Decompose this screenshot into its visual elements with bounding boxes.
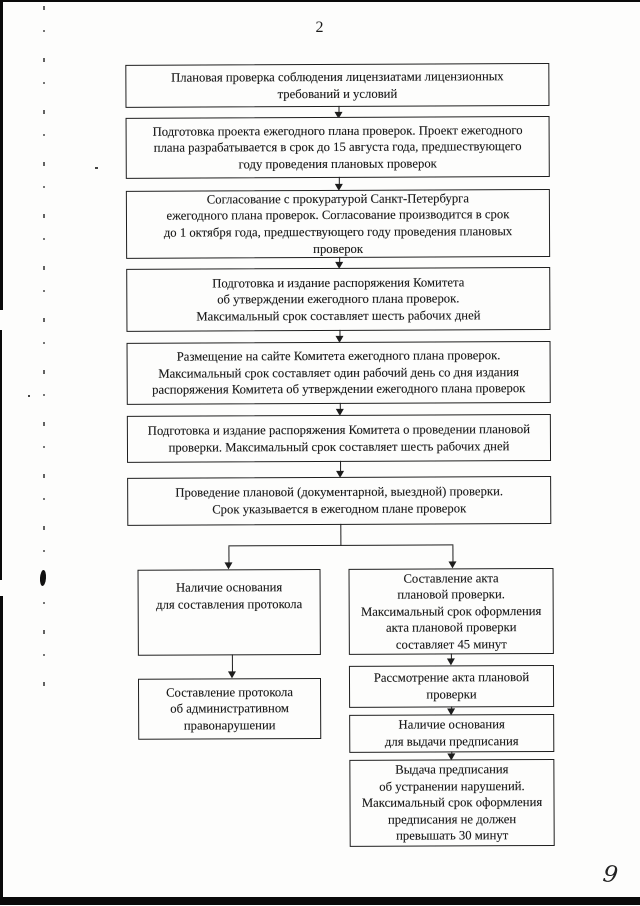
- connector-arrow: [336, 460, 345, 478]
- flow-node-issue-prescription: Выдача предписания об устранении нарушен…: [349, 758, 555, 847]
- scan-speck: [95, 167, 98, 169]
- connector-arrow: [227, 654, 237, 679]
- flow-node-publish-plan-on-website: Размещение на сайте Комитета ежегодного …: [126, 340, 551, 405]
- flow-node-planned-inspection: Плановая проверка соблюдения лицензиатам…: [125, 62, 550, 108]
- scan-edge-top: [0, 0, 640, 2]
- flow-node-label: Составление акта плановой проверки. Макс…: [360, 570, 542, 652]
- flow-node-review-act: Рассмотрение акта плановой проверки: [348, 664, 555, 708]
- flow-node-label: Согласование с прокуратурой Санкт-Петерб…: [163, 191, 513, 256]
- flow-node-label: Плановая проверка соблюдения лицензиатам…: [171, 69, 504, 101]
- flow-node-conduct-inspection: Проведение плановой (документарной, выез…: [127, 475, 552, 526]
- scan-edge-bottom: [0, 897, 640, 905]
- connector-arrow: [446, 653, 456, 666]
- arrow-down-icon: [227, 671, 236, 679]
- flow-node-protocol-grounds: Наличие основания для составления проток…: [137, 568, 321, 656]
- flow-node-label: Проведение плановой (документарной, выез…: [175, 484, 504, 517]
- arrow-down-icon: [224, 562, 233, 570]
- flow-node-prescription-grounds: Наличие основания для выдачи предписания: [349, 713, 555, 753]
- flow-node-plan-approval-order: Подготовка и издание распоряжения Комите…: [126, 266, 551, 332]
- arrow-down-icon: [446, 658, 455, 666]
- scan-speck: [28, 395, 30, 397]
- flow-node-label: Подготовка проекта ежегодного плана пров…: [152, 122, 523, 172]
- flow-node-label: Выдача предписания об устранении нарушен…: [361, 762, 543, 844]
- flow-node-draw-up-act: Составление акта плановой проверки. Макс…: [348, 567, 554, 655]
- flow-node-label: Размещение на сайте Комитета ежегодного …: [152, 348, 526, 398]
- connector-line: [340, 523, 342, 546]
- page-number: 2: [315, 19, 325, 36]
- flow-node-label: Составление протокола об административно…: [166, 684, 294, 733]
- scan-edge-left: [0, 0, 3, 310]
- flow-node-label: Подготовка и издание распоряжения Комите…: [147, 421, 531, 455]
- connector-arrow: [448, 545, 457, 569]
- fold-crease-marks: [43, 6, 45, 696]
- scan-edge-left: [0, 596, 3, 905]
- arrow-down-icon: [448, 561, 457, 569]
- connector-line: [228, 544, 454, 547]
- flow-node-label: Подготовка и издание распоряжения Комите…: [196, 274, 481, 324]
- flow-node-label: Наличие основания для составления проток…: [156, 580, 303, 612]
- flow-node-inspection-order: Подготовка и издание распоряжения Комите…: [126, 413, 552, 463]
- connector-arrow: [224, 546, 233, 570]
- flow-node-draw-up-protocol: Составление протокола об административно…: [137, 677, 322, 740]
- scan-edge-left: [0, 330, 2, 580]
- flow-node-label: Рассмотрение акта плановой проверки: [373, 670, 530, 702]
- flow-node-draft-annual-plan: Подготовка проекта ежегодного плана пров…: [125, 115, 550, 179]
- flow-node-prosecutor-approval: Согласование с прокуратурой Санкт-Петерб…: [125, 188, 551, 259]
- connector-arrow: [334, 176, 344, 191]
- flow-node-label: Наличие основания для выдачи предписания: [384, 717, 519, 749]
